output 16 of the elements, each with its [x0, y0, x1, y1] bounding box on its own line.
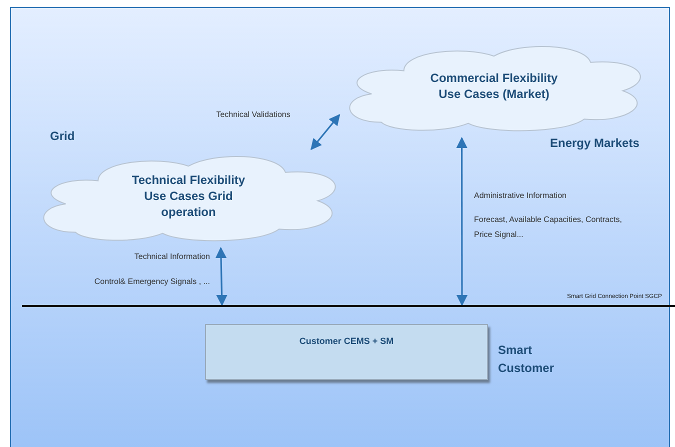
text-label: Grid: [50, 128, 76, 145]
double-arrow: [456, 136, 468, 306]
text-label: Administrative Information: [474, 190, 568, 202]
text-label: Energy Markets: [550, 135, 640, 152]
edge-label: Technical Validations: [216, 109, 290, 122]
text-label: Technical Information: [133, 251, 210, 263]
node-label: Commercial Flexibility Use Cases (Market): [429, 70, 559, 102]
double-arrow: [215, 246, 228, 306]
node-label: Customer CEMS + SM: [299, 335, 394, 348]
node-label: Technical Flexibility Use Cases Grid operation: [130, 172, 246, 220]
text-label: Smart Customer: [498, 342, 556, 377]
double-arrow: [310, 114, 340, 150]
text-label: Forecast, Available Capacities, Contracts, Price Signal...: [474, 214, 623, 241]
process-box: [205, 324, 488, 380]
text-label: Control& Emergency Signals , ...: [93, 276, 210, 288]
connection-line: [22, 305, 675, 307]
